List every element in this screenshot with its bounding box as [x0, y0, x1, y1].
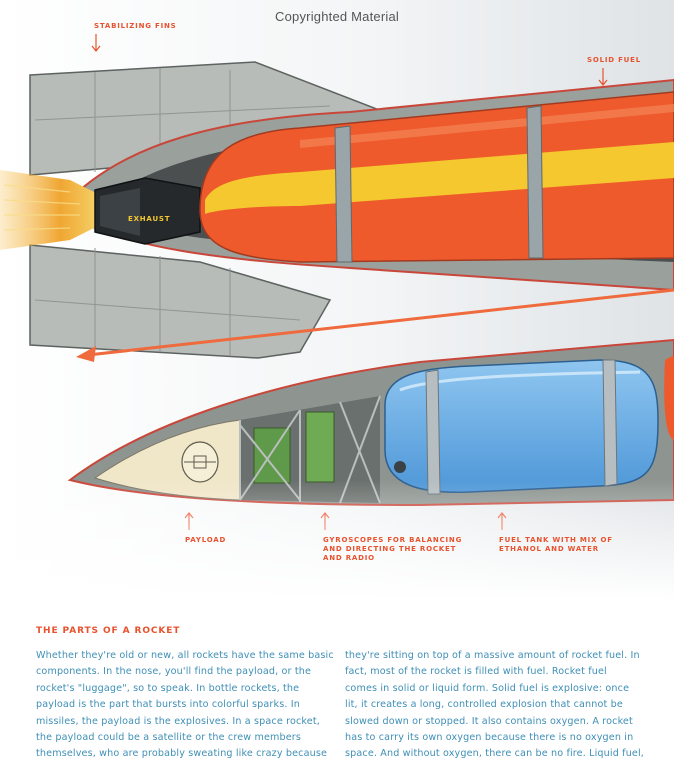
- label-stabilizing-fins: STABILIZING FINS: [94, 22, 177, 30]
- article-column-right: they're sitting on top of a massive amou…: [345, 650, 644, 760]
- article-column-left: Whether they're old or new, all rockets …: [36, 650, 334, 760]
- rocket-cutaway-illustration: [0, 0, 674, 600]
- label-fuel-tank: FUEL TANK WITH MIX OF ETHANOL AND WATER: [499, 536, 613, 553]
- label-payload: PAYLOAD: [185, 536, 227, 544]
- section-title: THE PARTS OF A ROCKET: [36, 626, 181, 636]
- copyright-notice: Copyrighted Material: [275, 9, 399, 24]
- label-exhaust: EXHAUST: [128, 215, 171, 223]
- label-solid-fuel: SOLID FUEL: [587, 56, 642, 64]
- label-gyroscopes: GYROSCOPES FOR BALANCING AND DIRECTING T…: [323, 536, 463, 562]
